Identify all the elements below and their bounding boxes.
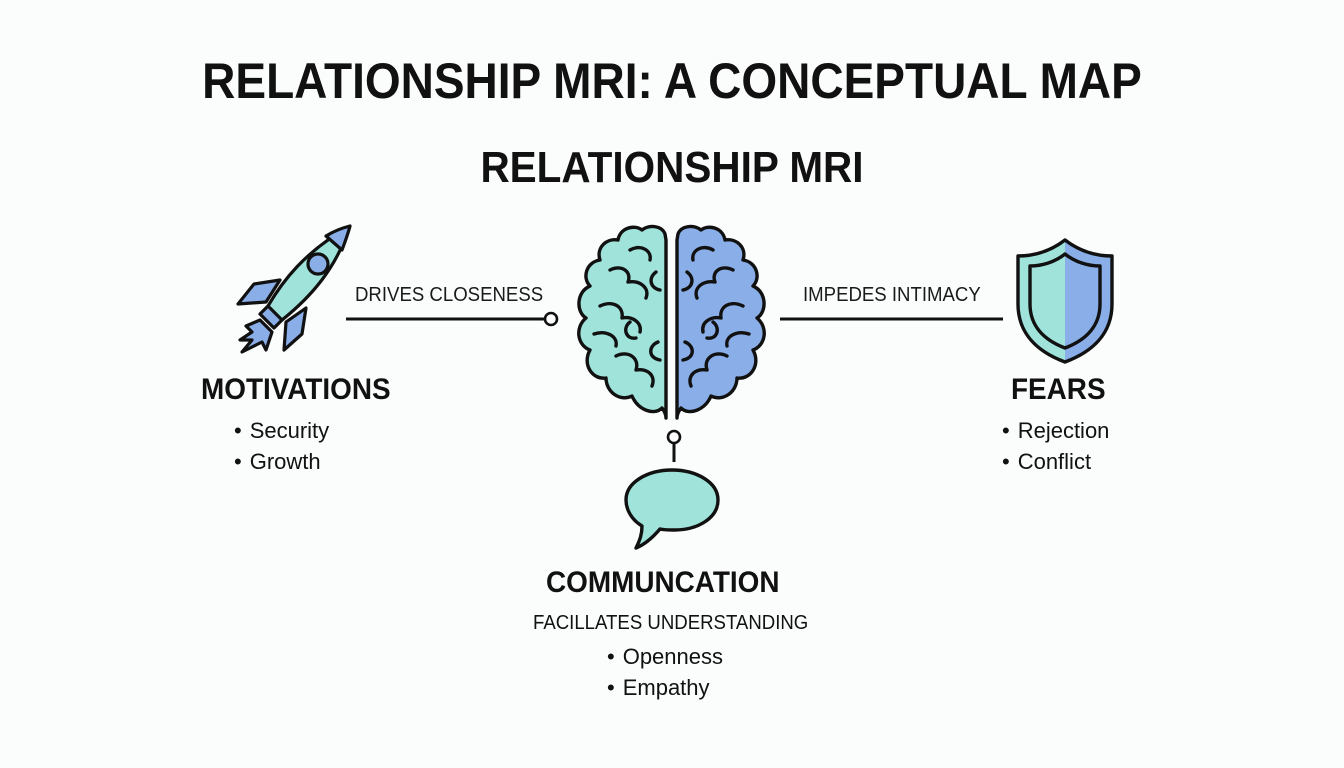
fears-list: Rejection Conflict <box>1002 415 1110 477</box>
speech-bubble-icon <box>624 468 720 550</box>
connector-node-icon <box>543 311 559 327</box>
page-title: RELATIONSHIP MRI: A CONCEPTUAL MAP <box>202 53 1142 109</box>
connector-communication <box>666 429 682 462</box>
node-title-communication: COMMUNCATION <box>546 566 780 599</box>
edge-label-communication: FACILLATES UNDERSTANDING <box>533 612 809 634</box>
list-item: Growth <box>234 446 329 477</box>
node-title-fears: FEARS <box>1011 373 1106 406</box>
communication-list: Openness Empathy <box>607 641 723 703</box>
list-item: Rejection <box>1002 415 1110 446</box>
list-item: Conflict <box>1002 446 1109 477</box>
motivations-list: Security Growth <box>234 415 329 477</box>
rocket-icon <box>236 224 352 354</box>
edge-label-motivations: DRIVES CLOSENESS <box>355 284 544 306</box>
node-title-motivations: MOTIVATIONS <box>201 373 391 406</box>
center-label: RELATIONSHIP MRI <box>480 143 864 192</box>
brain-icon <box>577 224 766 420</box>
list-item: Security <box>234 415 329 446</box>
connector-motivations <box>346 311 559 327</box>
connector-fears <box>780 317 1003 321</box>
edge-label-fears: IMPEDES INTIMACY <box>803 284 981 306</box>
shield-icon <box>1016 238 1114 364</box>
list-item: Empathy <box>607 672 723 703</box>
list-item: Openness <box>607 641 723 672</box>
connector-node-icon <box>666 429 682 445</box>
